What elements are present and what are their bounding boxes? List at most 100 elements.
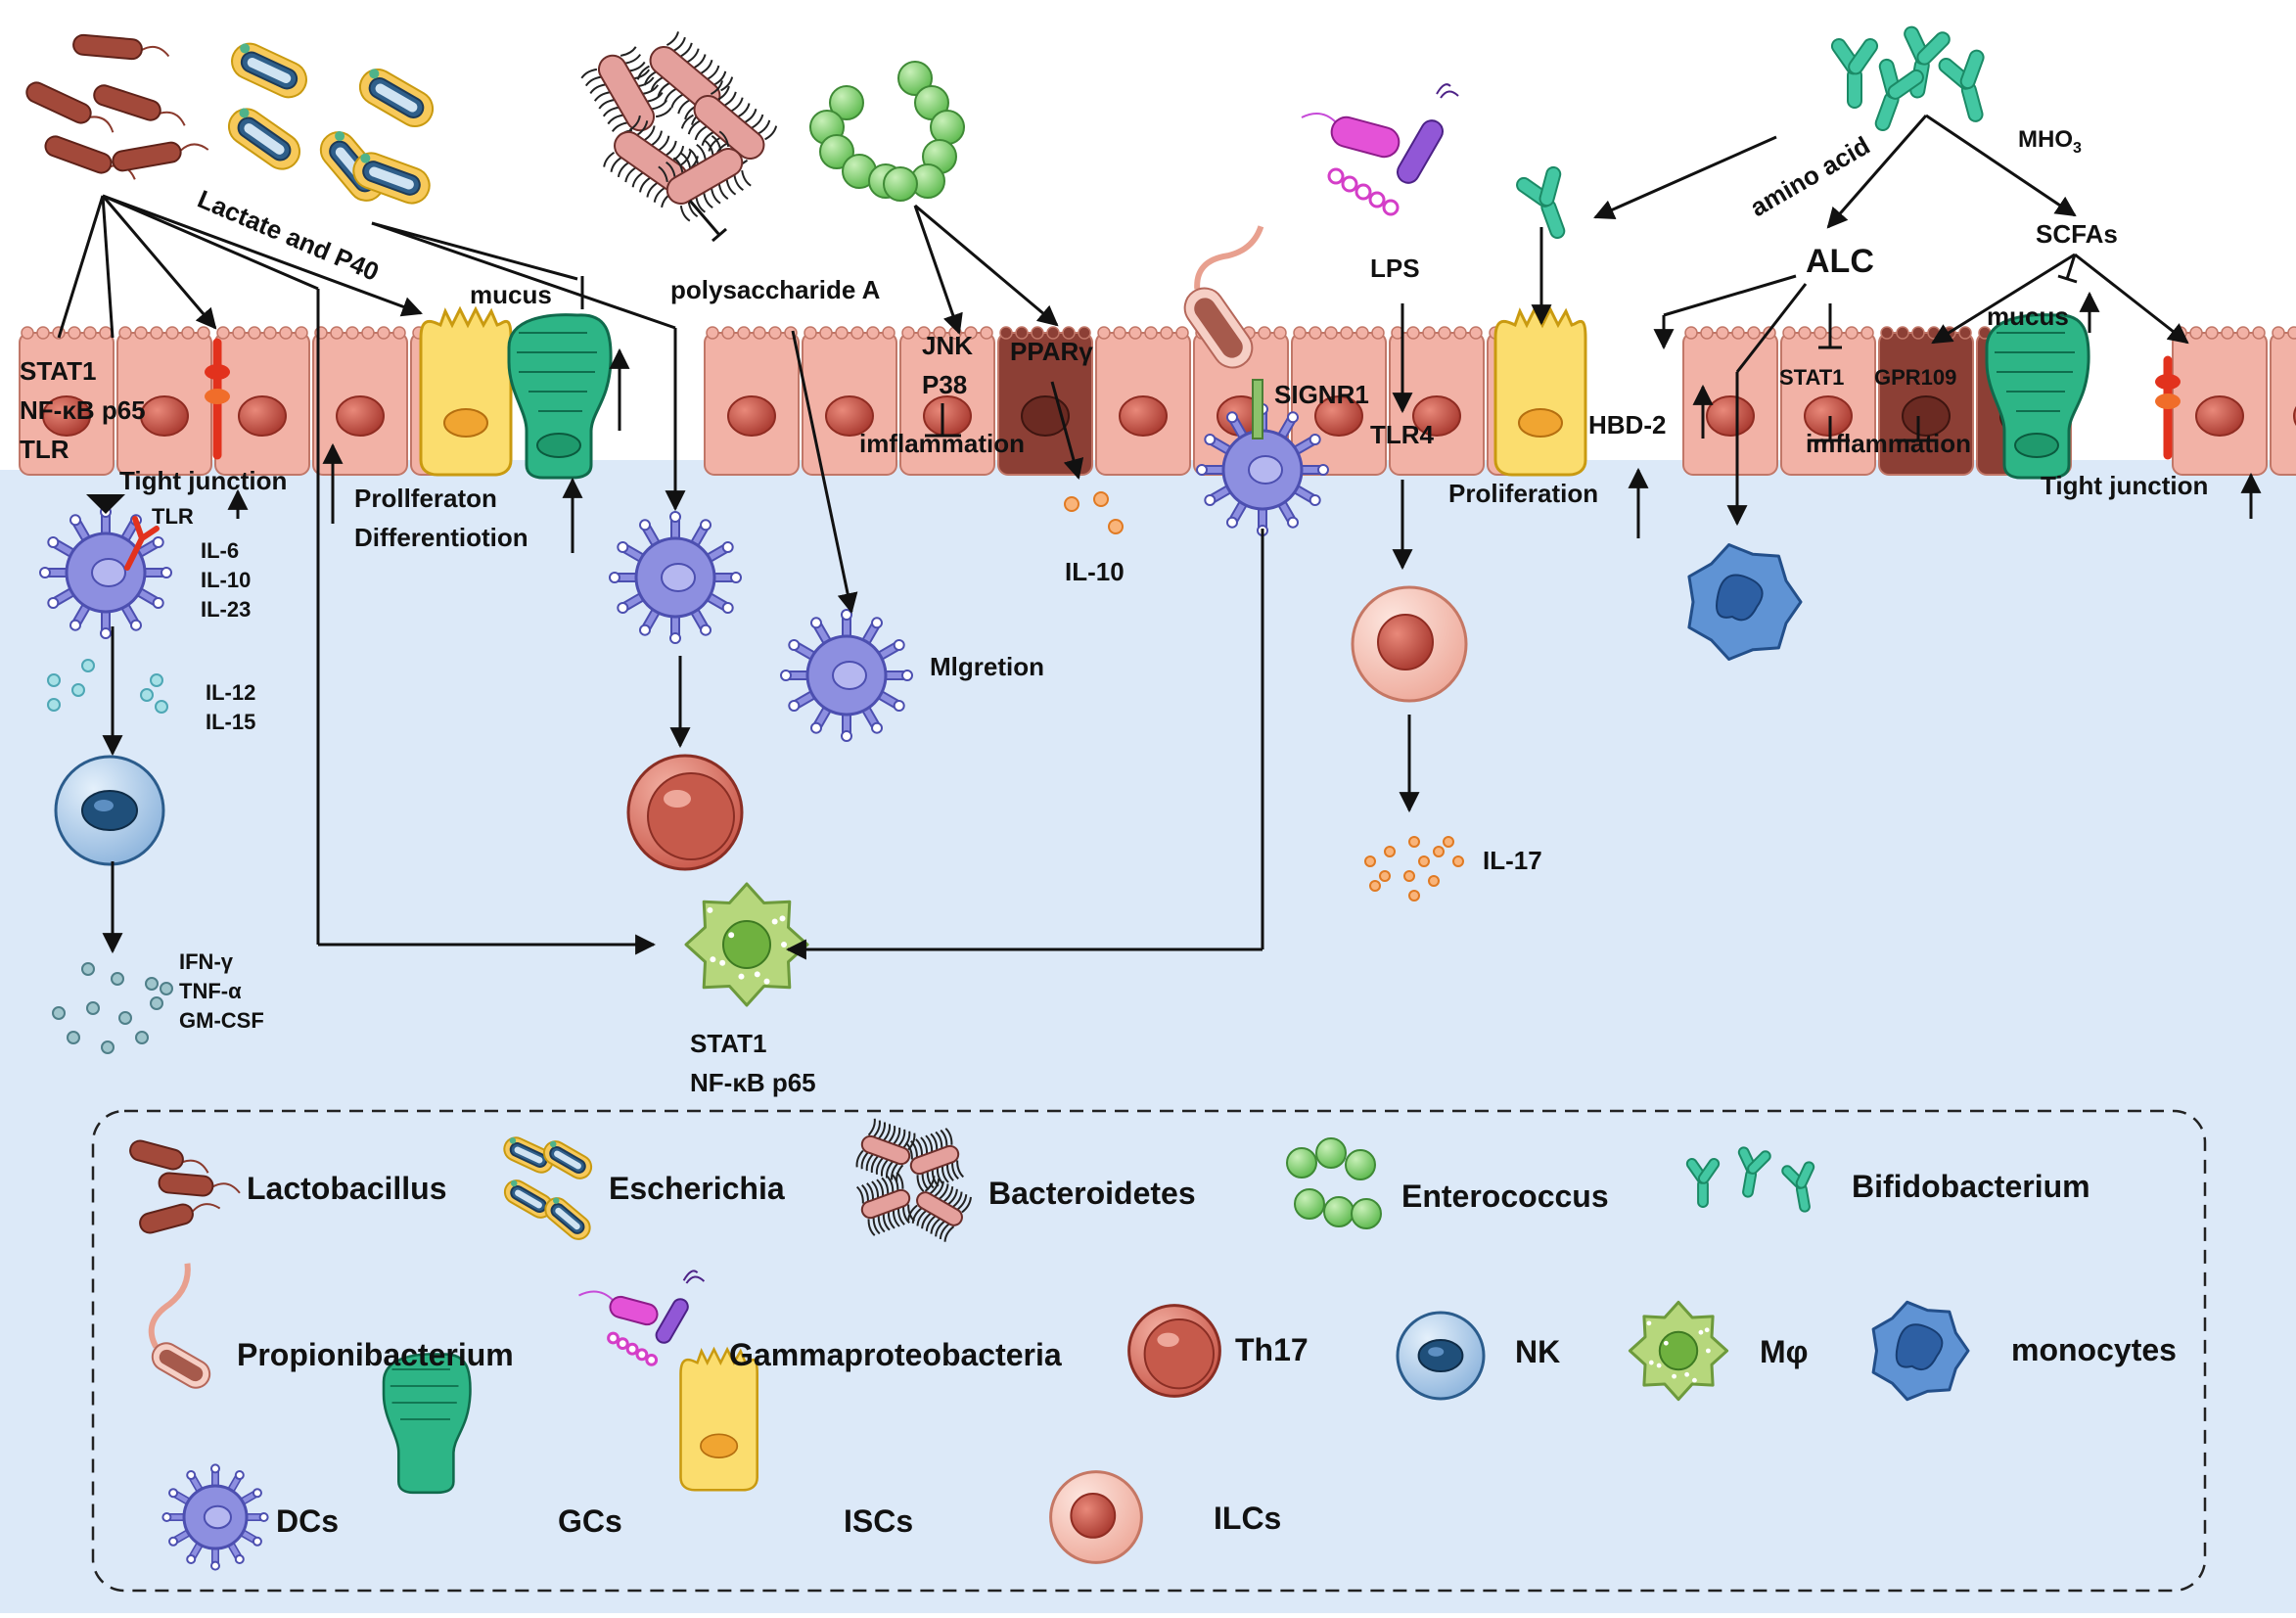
bifidobacterium-single-icon: [1516, 165, 1566, 240]
epithelial-cell-icon: [2172, 326, 2268, 476]
legend-monocytes: monocytes: [2011, 1332, 2177, 1367]
label-gpr109: GPR109: [1874, 365, 1956, 390]
label-polysaccharide: polysaccharide A: [670, 275, 881, 304]
propionibacterium-icon: [1183, 225, 1264, 369]
macrophage-icon: [684, 882, 809, 1007]
legend-dcs: DCs: [276, 1503, 339, 1539]
bifidobacterium-cluster-icon: [1830, 25, 1985, 132]
label-tight-junction-right: Tight junction: [2041, 471, 2208, 500]
label-scfas: SCFAs: [2036, 219, 2118, 249]
bacteroidetes-cluster-icon: [580, 31, 778, 222]
cytokine-dots: [47, 491, 1464, 1054]
enterococcus-cluster-icon: [809, 61, 965, 202]
th17-cell-icon: [626, 754, 744, 871]
epithelial-cell-icon: [1780, 326, 1876, 476]
epithelial-cell-icon: [19, 326, 115, 476]
label-stat1-center: STAT1: [690, 1029, 766, 1058]
label-stat1-left: STAT1: [20, 356, 96, 386]
epithelial-cell-icon: [899, 326, 995, 476]
stem-cell-left-icon: [419, 305, 513, 477]
label-p38: P38: [922, 370, 967, 399]
label-proliferation-right: Proliferation: [1448, 479, 1598, 508]
epithelial-cell-icon: [1682, 326, 1778, 476]
label-tlr-small: TLR: [152, 504, 194, 529]
legend-macrophage: Mφ: [1760, 1334, 1809, 1369]
signr1-receptor-icon: [1252, 379, 1263, 439]
label-migration: Mlgretion: [930, 652, 1044, 681]
label-ifng: IFN-γ: [179, 949, 234, 974]
label-il12: IL-12: [206, 680, 255, 705]
epithelial-cell-icon: [116, 326, 212, 476]
label-il15: IL-15: [206, 710, 255, 734]
pathway-arrows: [57, 114, 2262, 960]
epithelial-cell-icon: [312, 326, 408, 476]
lactobacillus-cluster-icon: [25, 33, 209, 180]
label-tlr-left: TLR: [20, 435, 69, 464]
legend-bacteroidetes: Bacteroidetes: [988, 1176, 1196, 1211]
legend-gcs: GCs: [558, 1503, 622, 1539]
label-differentiation: Differentiotion: [354, 523, 528, 552]
dendritic-cell-left-icon: [39, 506, 172, 639]
label-tlr4: TLR4: [1370, 420, 1435, 449]
label-il17: IL-17: [1483, 846, 1542, 875]
label-inflammation-right: imflammation: [1806, 429, 1971, 458]
goblet-cell-right-icon: [1985, 313, 2090, 480]
label-il10-a: IL-10: [201, 568, 251, 592]
label-lps: LPS: [1370, 254, 1420, 283]
label-ppar: PPARγ: [1010, 337, 1093, 366]
label-il10-b: IL-10: [1065, 557, 1125, 586]
epithelial-cell-icon: [1095, 326, 1191, 476]
label-tight-junction-left: Tight junction: [119, 466, 287, 495]
legend-iscs: ISCs: [844, 1503, 913, 1539]
dendritic-cell-signr1-icon: [1196, 403, 1329, 536]
label-signr1: SIGNR1: [1274, 380, 1369, 409]
label-proliferation-left: Prollferaton: [354, 484, 497, 513]
tlr-arrowhead-icon: [86, 494, 125, 514]
gammaproteobacteria-cluster-icon: [1301, 83, 1459, 216]
label-il6: IL-6: [201, 538, 239, 563]
label-tnfa: TNF-α: [179, 979, 242, 1003]
epithelial-cell-icon: [2270, 326, 2296, 476]
stem-cell-right-icon: [1493, 305, 1587, 477]
epithelial-cell-icon: [214, 326, 310, 476]
label-hbd2: HBD-2: [1588, 410, 1666, 439]
escherichia-cluster-icon: [227, 42, 435, 205]
tight-junction-right-icon: [2155, 355, 2181, 460]
label-mucus-left: mucus: [470, 280, 552, 309]
label-il23: IL-23: [201, 597, 251, 622]
label-mucus-right: mucus: [1987, 301, 2069, 331]
label-inflammation-mid: imflammation: [859, 429, 1025, 458]
tlr-receptor-icon: [124, 516, 160, 571]
legend-gammaproteobacteria: Gammaproteobacteria: [729, 1337, 1062, 1372]
legend-nk: NK: [1515, 1334, 1560, 1369]
legend-escherichia: Escherichia: [609, 1171, 785, 1206]
epithelial-cell-icon: [802, 326, 897, 476]
epithelial-cell-icon: [1389, 326, 1485, 476]
diagram-labels: STAT1 NF-κB p65 TLR Tight junction TLR I…: [20, 126, 2208, 1097]
epithelial-cell-icon: [704, 326, 800, 476]
legend-labels: Lactobacillus Escherichia Bacteroidetes …: [237, 1169, 2177, 1539]
dendritic-cell-center-icon: [609, 511, 742, 644]
legend-icons: [129, 1118, 1970, 1571]
legend-enterococcus: Enterococcus: [1401, 1179, 1609, 1214]
legend-box: [91, 1109, 2207, 1593]
label-mho3: MHO3: [2018, 126, 2082, 157]
legend-bifidobacterium: Bifidobacterium: [1852, 1169, 2090, 1204]
label-nfkb-left: NF-κB p65: [20, 395, 146, 425]
monocyte-icon: [1687, 543, 1803, 661]
label-jnk: JNK: [922, 331, 973, 360]
dendritic-cell-migration-icon: [780, 609, 913, 742]
label-nfkb-center: NF-κB p65: [690, 1068, 816, 1097]
legend-lactobacillus: Lactobacillus: [247, 1171, 447, 1206]
ilc-cell-icon: [1351, 585, 1468, 703]
tissue-background-upper: [0, 470, 2296, 1613]
label-gmcsf: GM-CSF: [179, 1008, 264, 1033]
nk-cell-icon: [54, 755, 165, 866]
legend-ilcs: ILCs: [1214, 1501, 1281, 1536]
legend-propionibacterium: Propionibacterium: [237, 1337, 514, 1372]
label-stat1-right: STAT1: [1779, 365, 1844, 390]
legend-th17: Th17: [1235, 1332, 1309, 1367]
tight-junction-left-icon: [205, 338, 230, 460]
goblet-cell-left-icon: [507, 313, 613, 480]
